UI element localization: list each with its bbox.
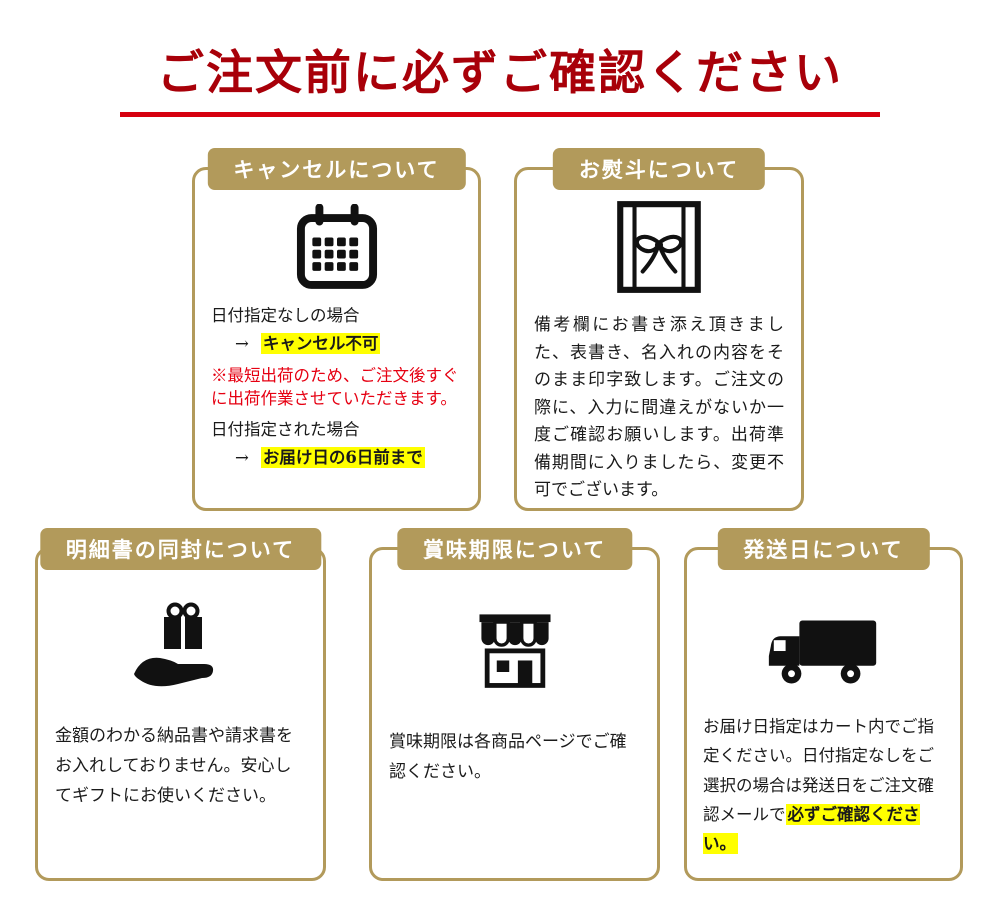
badge-statement: 明細書の同封について [39, 528, 322, 570]
card-expiry-body: 賞味期限は各商品ページでご確認ください。 [389, 732, 627, 782]
badge-expiry: 賞味期限について [396, 528, 633, 570]
cancel-line-dated: 日付指定された場合 [211, 420, 360, 440]
card-noshi-body: 備考欄にお書き添え頂きました、表書き、名入れの内容をそのまま印字致します。ご注文… [534, 315, 784, 501]
truck-icon-svg [768, 620, 876, 684]
badge-noshi: お熨斗について [552, 148, 766, 190]
hand-gift-icon-svg [133, 602, 213, 687]
card-expiry: 賞味期限について 賞味期限は各商品ページでご確認ください。 [369, 528, 660, 881]
noshi-gift-icon [517, 196, 801, 298]
badge-shipping: 発送日について [717, 528, 930, 570]
card-noshi: お熨斗について 備考欄にお書き添え頂きました、表書き、名入れの内容をそのまま印字… [514, 148, 804, 511]
cancel-warning-text: ※最短出荷のため、ご注文後すぐに出荷作業させていただきます。 [211, 365, 459, 409]
card-cancel-body: 日付指定なしの場合 → キャンセル不可 ※最短出荷のため、ご注文後すぐに出荷作業さ… [195, 304, 478, 471]
arrow-glyph: → [235, 448, 249, 468]
cancel-line-no-date: 日付指定なしの場合 [211, 306, 360, 325]
calendar-icon [195, 204, 478, 292]
noshi-gift-icon-svg [617, 201, 701, 293]
hand-gift-icon [38, 596, 323, 696]
card-statement-body: 金額のわかる納品書や請求書をお入れしておりません。安心してギフトにお使いください… [55, 726, 293, 806]
cancel-no-date-result: キャンセル不可 [260, 332, 381, 354]
badge-cancel: キャンセルについて [207, 148, 466, 190]
truck-icon [687, 610, 960, 694]
card-shipping-body: お届け日指定はカート内でご指定ください。日付指定なしをご選択の場合は発送日をご注… [687, 712, 960, 859]
shipping-body-text: お届け日指定はカート内でご指定ください。日付指定なしをご選択の場合は発送日をご注… [703, 717, 934, 825]
storefront-icon-svg [478, 614, 551, 688]
card-statement: 明細書の同封について 金額のわかる納品書や請求書をお入れしておりません。安心して… [35, 528, 326, 881]
page-title: ご注文前に必ずご確認ください [157, 46, 843, 101]
cancel-no-date-result-line: → キャンセル不可 [211, 332, 462, 357]
cancel-dated-result: お届け日の6日前まで [260, 447, 425, 469]
arrow-glyph: → [235, 333, 249, 353]
storefront-icon [372, 600, 657, 696]
title-underline [120, 112, 880, 117]
card-cancel: キャンセルについて 日付指定なしの場合 → キャンセル不可 ※最短出荷のため、ご注… [192, 148, 481, 511]
calendar-icon-svg [296, 204, 377, 289]
card-shipping: 発送日について お届け日指定はカート内でご指定ください。日付指定なしをご選択の場… [684, 528, 963, 881]
cancel-dated-result-line: → お届け日の6日前まで [211, 446, 462, 471]
